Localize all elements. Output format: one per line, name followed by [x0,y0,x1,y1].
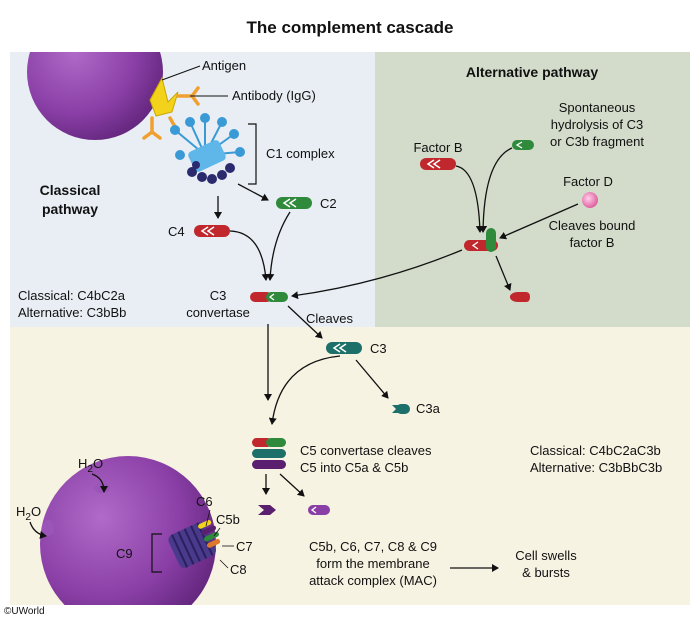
mac-desc-line3: attack complex (MAC) [309,573,437,588]
c7-label: C7 [236,539,253,554]
c5b-fragment-icon [258,505,276,515]
cleaves-bound-line1: Cleaves bound [549,218,636,233]
c2-label: C2 [320,196,337,211]
cell-result-line2: & bursts [522,565,570,580]
c4-label: C4 [168,224,185,239]
factor-d-label: Factor D [563,174,613,189]
c5a-fragment-icon [308,505,330,515]
mac-desc-line1: C5b, C6, C7, C8 & C9 [309,539,437,554]
factor-b-icon [420,158,456,170]
c9-label: C9 [116,546,133,561]
antibody-label: Antibody (IgG) [232,88,316,103]
factor-b-label: Factor B [413,140,462,155]
c3-convertase-label-line1: C3 [210,288,227,303]
ba-fragment-icon [510,292,530,302]
c3-protein-icon [326,342,362,354]
membrane-attack-complex-icon [168,519,221,568]
c1-complex-label: C1 complex [266,146,335,161]
c3b-fragment-icon [512,140,534,150]
mac-desc-line2: form the membrane [316,556,429,571]
c5-convertase-alternative-formula: Alternative: C3bBbC3b [530,460,662,475]
spontaneous-line2: hydrolysis of C3 [551,117,643,132]
c6-label: C6 [196,494,213,509]
target-cell [27,52,163,140]
c3-convertase-classical-formula: Classical: C4bC2a [18,288,126,303]
antigen-label: Antigen [202,58,246,73]
diagram-title: The complement cascade [247,18,454,37]
c1-complex-icon [170,113,245,184]
cleaves-label: Cleaves [306,311,353,326]
c3a-fragment-icon [392,404,410,414]
c5b-label: C5b [216,512,240,527]
h2o-left-label: H2O [16,504,41,523]
c3-convertase-alternative-formula: Alternative: C3bBb [18,305,126,320]
c4-protein-icon [194,225,230,237]
alternative-heading: Alternative pathway [466,64,598,80]
c3-convertase-icon [250,292,288,302]
c3-convertase-label-line2: convertase [186,305,250,320]
c5-convertase-icon [252,438,286,469]
alternative-pathway-panel [375,52,690,327]
c3-label: C3 [370,341,387,356]
spontaneous-line1: Spontaneous [559,100,636,115]
c3a-label: C3a [416,401,441,416]
c2-protein-icon [276,197,312,209]
c8-label: C8 [230,562,247,577]
copyright: ©UWorld [4,606,45,617]
cell-result-line1: Cell swells [515,548,577,563]
c5-convertase-line2: C5 into C5a & C5b [300,460,408,475]
classical-heading-line1: Classical [40,182,101,198]
c3b-factor-b-complex-icon [464,228,498,252]
cleaves-bound-line2: factor B [570,235,615,250]
antigen-icon [149,76,179,117]
h2o-top-label: H2O [78,456,103,475]
c5-convertase-classical-formula: Classical: C4bC2aC3b [530,443,661,458]
factor-d-icon [582,192,598,208]
classical-heading-line2: pathway [42,201,98,217]
c5-convertase-line1: C5 convertase cleaves [300,443,432,458]
spontaneous-line3: or C3b fragment [550,134,644,149]
